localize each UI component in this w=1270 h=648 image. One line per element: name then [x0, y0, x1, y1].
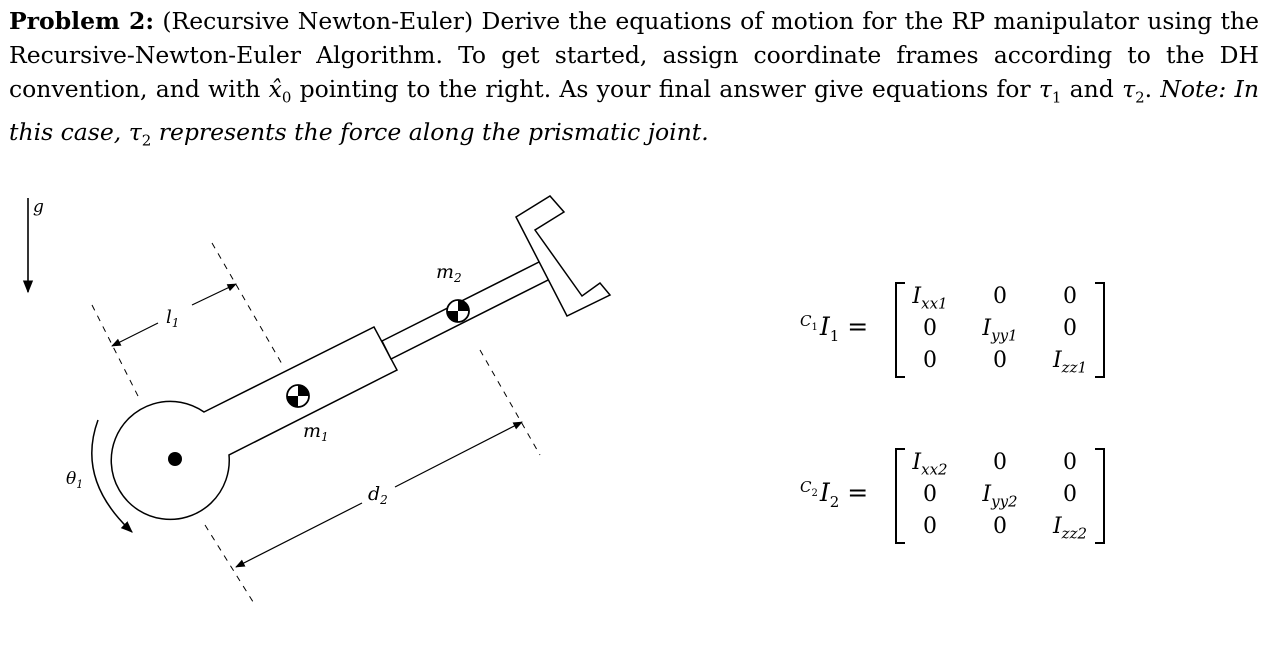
- theta1-rotation-arrow: [91, 419, 133, 533]
- inertia-matrix-1-right-bracket: [1095, 282, 1105, 378]
- dash-line-d2-start: [204, 524, 256, 606]
- inertia-matrix-1-lhs: C1I1=: [800, 312, 869, 345]
- dash-line-d2-end: [479, 349, 541, 456]
- tau1-subscript: 1: [1051, 88, 1062, 107]
- dash-line-l1-start: [91, 304, 141, 401]
- inertia-matrix-2-right-bracket: [1095, 448, 1105, 544]
- note-tau2-subscript: 2: [141, 131, 152, 150]
- matrix-2-cell-2-1: 0: [993, 514, 1007, 539]
- problem-statement: Problem 2: (Recursive Newton-Euler) Deri…: [9, 4, 1259, 157]
- link-1-outline: [110, 326, 399, 521]
- base-joint-pin: [168, 452, 182, 466]
- note-part-1: Note: In this case,: [9, 75, 1259, 146]
- matrix-1-cell-2-1: 0: [993, 348, 1007, 373]
- note-tau2-symbol: τ: [128, 117, 142, 146]
- matrix-1-cell-1-1: Iyy1: [982, 316, 1018, 345]
- m1-label: m1: [303, 420, 329, 444]
- inertia-matrix-1-left-bracket: [895, 282, 905, 378]
- matrix-2-cell-1-0: 0: [923, 482, 937, 507]
- d2-label: d2: [368, 483, 388, 507]
- matrix-1-cell-0-1: 0: [993, 284, 1007, 309]
- l1-label: l1: [166, 307, 179, 330]
- tau2-subscript: 2: [1135, 88, 1145, 107]
- problem-text-2: pointing to the right. As your final ans…: [291, 75, 1039, 103]
- note-part-2: represents the force along the prismatic…: [151, 117, 709, 146]
- matrix-1-cell-1-0: 0: [923, 316, 937, 341]
- inertia-matrix-2-left-bracket: [895, 448, 905, 544]
- tau2-symbol: τ: [1122, 75, 1136, 103]
- theta1-label: θ1: [66, 469, 83, 491]
- matrix-2-cell-0-2: 0: [1063, 450, 1077, 475]
- d2-dimension-arrow-left: [235, 502, 363, 568]
- matrix-1-cell-2-0: 0: [923, 348, 937, 373]
- d2-dimension-arrow-right: [394, 421, 523, 488]
- matrix-1-cell-0-0: Ixx1: [912, 284, 948, 313]
- matrix-2-cell-2-2: Izz2: [1052, 514, 1088, 543]
- inertia-matrix-2: C2I2= Ixx2 0 0 0 Iyy2 0 0 0 Izz2: [800, 448, 1120, 548]
- matrix-2-cell-1-2: 0: [1063, 482, 1077, 507]
- l1-dimension-arrow-left: [111, 322, 159, 347]
- inertia-matrix-1: C1I1= Ixx1 0 0 0 Iyy1 0 0 0 Izz1: [800, 282, 1120, 382]
- matrix-2-cell-1-1: Iyy2: [982, 482, 1018, 511]
- m2-label: m2: [436, 261, 462, 285]
- matrix-2-cell-0-1: 0: [993, 450, 1007, 475]
- dash-line-l1-end: [211, 242, 283, 365]
- matrix-1-cell-0-2: 0: [1063, 284, 1077, 309]
- tau1-symbol: τ: [1038, 75, 1052, 103]
- rp-manipulator-figure: g l1 m1 m2 d2 θ1: [22, 195, 612, 606]
- matrix-1-cell-2-2: Izz1: [1052, 348, 1088, 377]
- matrix-2-cell-2-0: 0: [923, 514, 937, 539]
- problem-text-1: (Recursive Newton-Euler) Derive the equa…: [9, 7, 1259, 103]
- gripper-outline: [515, 195, 612, 317]
- problem-text-period: .: [1144, 75, 1161, 103]
- gravity-label: g: [33, 197, 44, 217]
- problem-text-and: and: [1061, 75, 1123, 103]
- inertia-matrix-2-lhs: C2I2=: [800, 478, 869, 511]
- matrix-2-cell-0-0: Ixx2: [912, 450, 948, 479]
- m2-center-of-mass-icon: [446, 299, 470, 323]
- x0-subscript: 0: [281, 88, 292, 107]
- l1-dimension-arrow-right: [191, 283, 237, 306]
- x0-symbol: x̂: [268, 75, 282, 103]
- m1-center-of-mass-icon: [286, 384, 310, 408]
- problem-label: Problem 2:: [9, 7, 154, 35]
- matrix-1-cell-1-2: 0: [1063, 316, 1077, 341]
